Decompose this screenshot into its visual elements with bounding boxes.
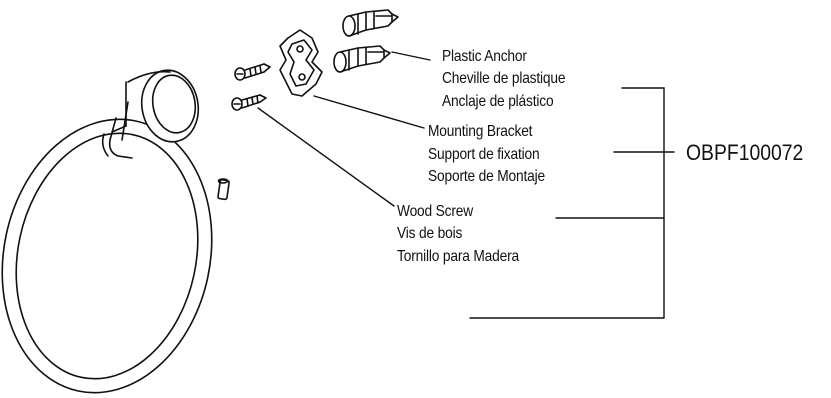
mounting-bracket-label-en: Mounting Bracket (428, 123, 533, 140)
wall-flange (111, 69, 200, 143)
anchor-leader-line (391, 51, 431, 61)
plastic-anchor-label-fr: Cheville de plastique (442, 70, 566, 87)
wood-screw-lower (231, 94, 267, 111)
wood-screw-label-es: Tornillo para Madera (397, 248, 519, 265)
plastic-anchor-lower (333, 45, 391, 73)
towel-ring (1, 118, 213, 394)
set-screw (217, 178, 230, 201)
ring-post (101, 101, 133, 159)
wood-screw-label-en: Wood Screw (397, 203, 474, 220)
plastic-anchor-label-en: Plastic Anchor (442, 48, 527, 65)
leader-lines (257, 51, 431, 207)
screw-leader-line (257, 107, 395, 207)
plastic-anchor-upper (342, 9, 399, 37)
wood-screw-label-fr: Vis de bois (397, 225, 463, 242)
mounting-bracket-label-fr: Support de fixation (428, 146, 540, 163)
part-number: OBPF100072 (686, 140, 804, 165)
mounting-bracket-label-es: Soporte de Montaje (428, 168, 546, 185)
kit-bracket (469, 87, 675, 319)
bracket-leader-line (313, 95, 425, 129)
wood-screw-upper (234, 63, 271, 81)
plastic-anchor-label-es: Anclaje de plástico (442, 93, 554, 110)
mounting-bracket (279, 29, 323, 97)
